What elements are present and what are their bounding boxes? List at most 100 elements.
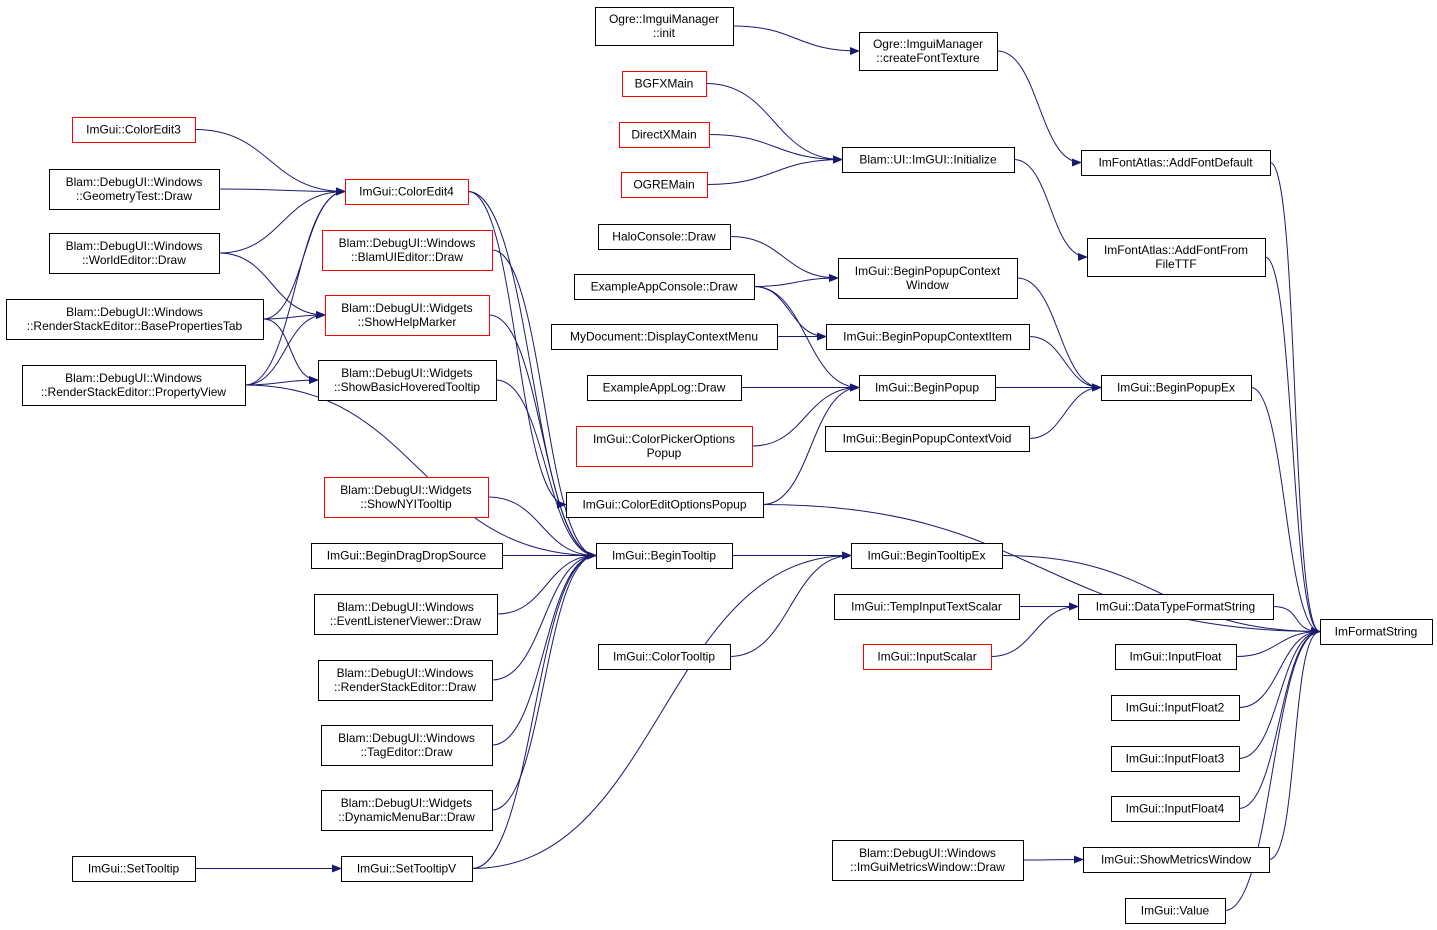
node-box-popupcontextvoid[interactable]	[825, 426, 1030, 452]
node-box-inputfloat2[interactable]	[1111, 695, 1240, 721]
node-box-showhelpmarker[interactable]	[325, 295, 490, 336]
node-box-blamuieditor[interactable]	[322, 230, 493, 271]
node-popupcontextitem[interactable]: ImGui::BeginPopupContextItem	[826, 324, 1030, 350]
node-box-ogre_init[interactable]	[595, 7, 734, 46]
node-box-settooltipv[interactable]	[341, 856, 473, 882]
node-box-popupcontextitem[interactable]	[826, 324, 1030, 350]
node-beginpopup[interactable]: ImGui::BeginPopup	[859, 375, 996, 401]
node-eventlistener[interactable]: Blam::DebugUI::Windows::EventListenerVie…	[314, 594, 498, 635]
node-box-dynamicmenubar[interactable]	[321, 790, 493, 831]
node-box-coloredit3[interactable]	[72, 117, 196, 143]
node-imguimetrics[interactable]: Blam::DebugUI::Windows::ImGuiMetricsWind…	[832, 840, 1024, 881]
node-showhelpmarker[interactable]: Blam::DebugUI::Widgets::ShowHelpMarker	[325, 295, 490, 336]
node-box-haloconsole[interactable]	[598, 224, 731, 250]
node-box-exampleapplog[interactable]	[587, 375, 742, 401]
node-ogremain[interactable]: OGREMain	[621, 172, 708, 198]
node-box-propertyview[interactable]	[22, 365, 246, 406]
node-inputscalar[interactable]: ImGui::InputScalar	[863, 644, 992, 670]
node-box-value[interactable]	[1125, 898, 1226, 924]
node-box-inputfloat4[interactable]	[1111, 796, 1240, 822]
node-ogre_createfont[interactable]: Ogre::ImguiManager::createFontTexture	[859, 32, 998, 71]
node-box-tempinputtext[interactable]	[834, 594, 1020, 620]
node-box-shownyitooltip[interactable]	[324, 477, 489, 518]
node-box-fontatlas_default[interactable]	[1081, 150, 1271, 176]
node-box-coloredit4[interactable]	[345, 179, 469, 205]
node-box-popupcontextwindow[interactable]	[838, 258, 1018, 299]
node-bgfxmain[interactable]: BGFXMain	[622, 71, 707, 97]
node-box-basepropertiestab[interactable]	[6, 299, 264, 340]
node-exampleapplog[interactable]: ExampleAppLog::Draw	[587, 375, 742, 401]
node-exampleappconsole[interactable]: ExampleAppConsole::Draw	[574, 274, 755, 300]
node-box-beginpopup[interactable]	[859, 375, 996, 401]
node-dynamicmenubar[interactable]: Blam::DebugUI::Widgets::DynamicMenuBar::…	[321, 790, 493, 831]
node-colortooltip[interactable]: ImGui::ColorTooltip	[598, 644, 731, 670]
node-haloconsole[interactable]: HaloConsole::Draw	[598, 224, 731, 250]
node-value[interactable]: ImGui::Value	[1125, 898, 1226, 924]
node-begintooltipex[interactable]: ImGui::BeginTooltipEx	[851, 543, 1003, 569]
node-box-eventlistener[interactable]	[314, 594, 498, 635]
node-box-begintooltip[interactable]	[596, 543, 733, 569]
node-box-exampleappconsole[interactable]	[574, 274, 755, 300]
node-inputfloat[interactable]: ImGui::InputFloat	[1115, 644, 1237, 670]
node-inputfloat4[interactable]: ImGui::InputFloat4	[1111, 796, 1240, 822]
node-shownyitooltip[interactable]: Blam::DebugUI::Widgets::ShowNYITooltip	[324, 477, 489, 518]
node-tageditor[interactable]: Blam::DebugUI::Windows::TagEditor::Draw	[321, 725, 493, 766]
node-box-worldeditor[interactable]	[49, 233, 220, 274]
node-worldeditor[interactable]: Blam::DebugUI::Windows::WorldEditor::Dra…	[49, 233, 220, 274]
node-box-showmetrics[interactable]	[1083, 847, 1270, 873]
node-box-directxmain[interactable]	[619, 122, 710, 148]
node-box-imformatstring[interactable]	[1320, 619, 1433, 645]
node-box-tageditor[interactable]	[321, 725, 493, 766]
node-box-begintooltipex[interactable]	[851, 543, 1003, 569]
node-datatypeformat[interactable]: ImGui::DataTypeFormatString	[1078, 594, 1274, 620]
node-inputfloat3[interactable]: ImGui::InputFloat3	[1111, 746, 1240, 772]
node-box-begindragdrop[interactable]	[311, 543, 503, 569]
node-box-colortooltip[interactable]	[598, 644, 731, 670]
node-box-blam_imgui_init[interactable]	[842, 147, 1015, 173]
node-box-geometrytest[interactable]	[49, 169, 220, 210]
node-coloreditoptions[interactable]: ImGui::ColorEditOptionsPopup	[566, 492, 764, 518]
node-imformatstring[interactable]: ImFormatString	[1320, 619, 1433, 645]
node-box-imguimetrics[interactable]	[832, 840, 1024, 881]
node-geometrytest[interactable]: Blam::DebugUI::Windows::GeometryTest::Dr…	[49, 169, 220, 210]
node-mydocument[interactable]: MyDocument::DisplayContextMenu	[551, 324, 778, 350]
node-popupcontextvoid[interactable]: ImGui::BeginPopupContextVoid	[825, 426, 1030, 452]
node-showbasichovered[interactable]: Blam::DebugUI::Widgets::ShowBasicHovered…	[318, 360, 497, 401]
node-box-inputfloat[interactable]	[1115, 644, 1237, 670]
node-box-bgfxmain[interactable]	[622, 71, 707, 97]
node-box-colorpickeroptions[interactable]	[576, 426, 753, 467]
node-beginpopupex[interactable]: ImGui::BeginPopupEx	[1101, 375, 1252, 401]
node-box-settooltip[interactable]	[72, 856, 196, 882]
node-box-coloreditoptions[interactable]	[566, 492, 764, 518]
node-settooltip[interactable]: ImGui::SetTooltip	[72, 856, 196, 882]
node-basepropertiestab[interactable]: Blam::DebugUI::Windows::RenderStackEdito…	[6, 299, 264, 340]
node-coloredit3[interactable]: ImGui::ColorEdit3	[72, 117, 196, 143]
node-propertyview[interactable]: Blam::DebugUI::Windows::RenderStackEdito…	[22, 365, 246, 406]
node-box-inputscalar[interactable]	[863, 644, 992, 670]
node-box-inputfloat3[interactable]	[1111, 746, 1240, 772]
node-settooltipv[interactable]: ImGui::SetTooltipV	[341, 856, 473, 882]
node-box-ogre_createfont[interactable]	[859, 32, 998, 71]
node-fontatlas_default[interactable]: ImFontAtlas::AddFontDefault	[1081, 150, 1271, 176]
node-renderstackdraw[interactable]: Blam::DebugUI::Windows::RenderStackEdito…	[318, 660, 493, 701]
node-coloredit4[interactable]: ImGui::ColorEdit4	[345, 179, 469, 205]
node-blamuieditor[interactable]: Blam::DebugUI::Windows::BlamUIEditor::Dr…	[322, 230, 493, 271]
node-directxmain[interactable]: DirectXMain	[619, 122, 710, 148]
node-box-showbasichovered[interactable]	[318, 360, 497, 401]
node-box-renderstackdraw[interactable]	[318, 660, 493, 701]
node-begintooltip[interactable]: ImGui::BeginTooltip	[596, 543, 733, 569]
node-box-mydocument[interactable]	[551, 324, 778, 350]
node-box-datatypeformat[interactable]	[1078, 594, 1274, 620]
node-begindragdrop[interactable]: ImGui::BeginDragDropSource	[311, 543, 503, 569]
node-showmetrics[interactable]: ImGui::ShowMetricsWindow	[1083, 847, 1270, 873]
node-box-beginpopupex[interactable]	[1101, 375, 1252, 401]
node-tempinputtext[interactable]: ImGui::TempInputTextScalar	[834, 594, 1020, 620]
node-inputfloat2[interactable]: ImGui::InputFloat2	[1111, 695, 1240, 721]
node-box-ogremain[interactable]	[621, 172, 708, 198]
node-blam_imgui_init[interactable]: Blam::UI::ImGUI::Initialize	[842, 147, 1015, 173]
node-box-fontatlas_ttf[interactable]	[1087, 238, 1266, 277]
node-ogre_init[interactable]: Ogre::ImguiManager::init	[595, 7, 734, 46]
